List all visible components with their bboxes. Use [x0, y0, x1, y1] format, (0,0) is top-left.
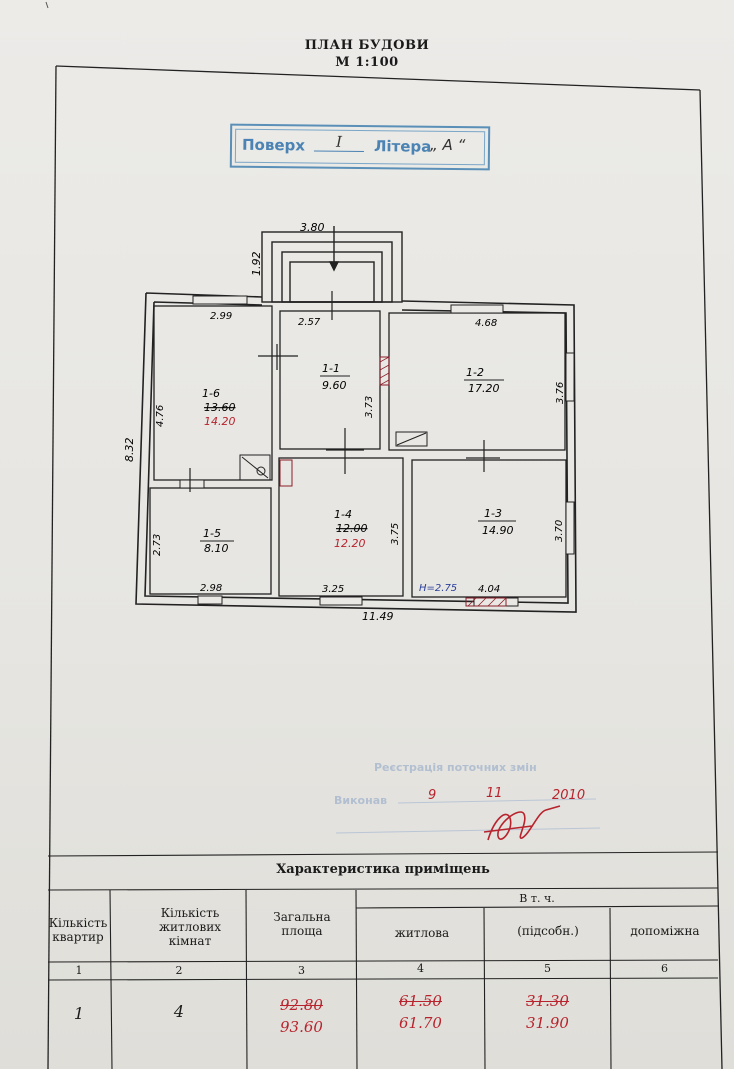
- room-width: 4.68: [475, 318, 497, 329]
- room-area-new: 14.20: [204, 415, 236, 428]
- room-width: 4.04: [478, 584, 500, 595]
- room-1-3: 1-3 14.90 3.70 4.04: [478, 507, 565, 595]
- value-living-rooms: 4: [173, 1002, 185, 1021]
- porch-width-label: 3.80: [300, 221, 325, 234]
- overall-height-label: 8.32: [123, 438, 136, 463]
- room-1-4: 1-4 12.00 12.20 3.25 3.75: [322, 508, 401, 595]
- room-length: 3.76: [555, 382, 566, 404]
- room-width: 2.98: [200, 583, 222, 594]
- plan-title: ПЛАН БУДОВИ: [304, 38, 430, 53]
- value-living-old: 61.50: [399, 992, 442, 1010]
- porch-depth-label: 1.92: [250, 252, 263, 277]
- chimney-icon: [279, 459, 293, 487]
- stove-hatched: [379, 356, 390, 386]
- room-area-old: 12.00: [336, 522, 368, 535]
- room-length: 3.75: [390, 523, 401, 545]
- room-id: 1-4: [334, 508, 352, 521]
- room-id: 1-2: [466, 366, 484, 379]
- registration-day: 9: [428, 788, 437, 803]
- plan-scale: М 1:100: [335, 55, 399, 70]
- col-header-living-rooms: Кількість житлових кімнат: [158, 906, 222, 948]
- room-area: 8.10: [204, 542, 229, 555]
- boiler-box: [395, 431, 428, 447]
- value-total-new: 93.60: [280, 1018, 323, 1036]
- registration-stamp-line2: Виконав: [334, 794, 388, 807]
- value-total-old: 92.80: [280, 996, 323, 1014]
- col-header-helper: допоміжна: [630, 924, 700, 938]
- col-number-1: 1: [75, 964, 83, 977]
- room-1-6: 1-6 13.60 14.20 2.99 4.76: [155, 311, 236, 428]
- room-1-2: 1-2 17.20 4.68 3.76: [464, 318, 566, 404]
- table-title: Характеристика приміщень: [276, 862, 490, 877]
- col-header-living: житлова: [394, 926, 450, 940]
- table-subheader: В т. ч.: [519, 892, 555, 905]
- room-width: 2.57: [298, 317, 321, 328]
- room-id: 1-6: [202, 387, 220, 400]
- room-id: 1-1: [322, 362, 340, 375]
- ceiling-height-label: Н=2.75: [419, 583, 457, 594]
- col-number-2: 2: [175, 964, 183, 977]
- registration-stamp-line1: Реєстрація поточних змін: [374, 761, 537, 774]
- room-1-5: 1-5 8.10 2.73 2.98: [152, 527, 234, 594]
- room-area: 9.60: [322, 379, 347, 392]
- col-header-total-area: Загальна площа: [273, 910, 331, 938]
- room-id: 1-5: [203, 527, 221, 540]
- room-area-new: 12.20: [334, 537, 366, 550]
- value-apartments: 1: [73, 1004, 85, 1023]
- registration-month: 11: [486, 786, 503, 801]
- col-number-4: 4: [417, 962, 424, 975]
- col-number-3: 3: [298, 964, 305, 977]
- col-header-aux: (підсобн.): [517, 924, 579, 938]
- room-area: 17.20: [468, 382, 500, 395]
- value-aux-old: 31.30: [526, 992, 569, 1010]
- windows: [179, 295, 575, 607]
- room-1-1: 1-1 9.60 2.57 3.73: [298, 317, 375, 418]
- col-header-apartments: Кількість квартир: [48, 916, 108, 944]
- room-length: 3.73: [364, 396, 375, 418]
- overall-width-label: 11.49: [362, 610, 394, 623]
- room-width: 2.99: [210, 311, 232, 322]
- value-aux-new: 31.90: [526, 1014, 569, 1032]
- value-living-new: 61.70: [399, 1014, 442, 1032]
- room-id: 1-3: [484, 507, 502, 520]
- room-width: 3.25: [322, 584, 344, 595]
- room-area-old: 13.60: [204, 401, 236, 414]
- col-number-5: 5: [544, 962, 551, 975]
- room-length: 3.70: [554, 520, 565, 542]
- stove-icon: [239, 454, 271, 481]
- room-length: 4.76: [155, 405, 166, 427]
- col-number-6: 6: [661, 962, 668, 975]
- room-area: 14.90: [482, 524, 514, 537]
- doors: [189, 291, 500, 492]
- room-length: 2.73: [152, 534, 163, 556]
